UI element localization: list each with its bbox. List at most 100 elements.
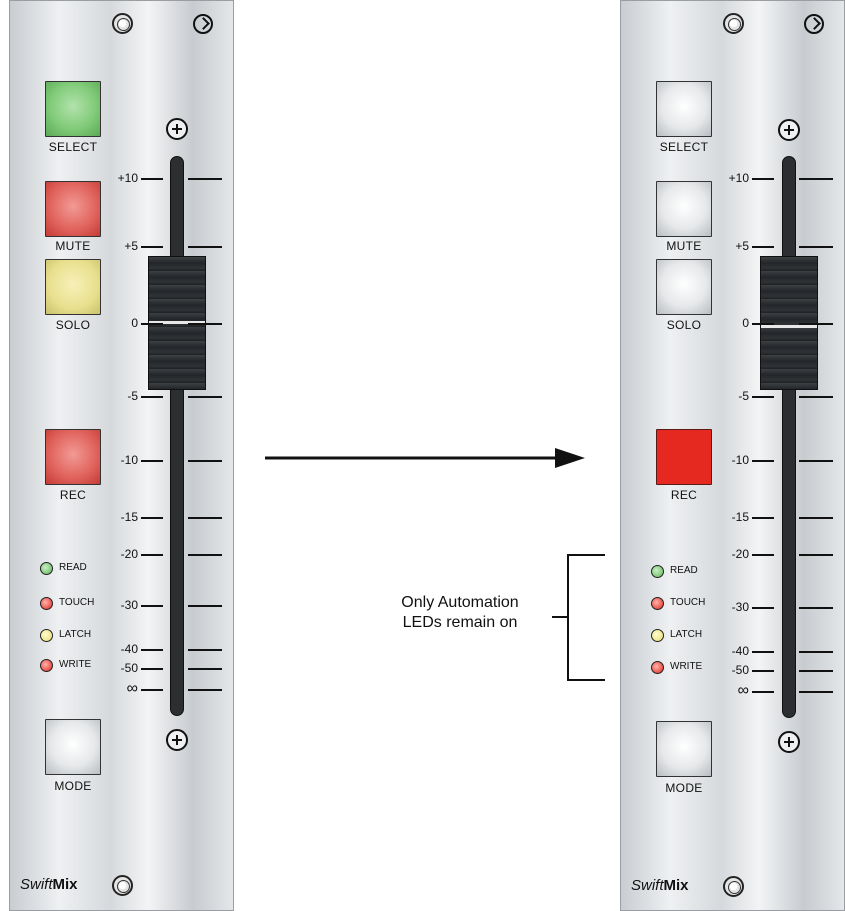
- latch-led-icon: [651, 629, 664, 642]
- select-button[interactable]: [45, 81, 101, 137]
- scale-tick-left: [141, 178, 163, 180]
- scale-label: +5: [124, 239, 138, 253]
- fader-cap-indicator-line: [761, 325, 817, 328]
- bottom-screw-icon: [723, 876, 744, 897]
- top-screw-icon: [723, 13, 744, 34]
- rec-button[interactable]: [45, 429, 101, 485]
- top-plus-screw-icon: [166, 118, 188, 140]
- scale-label: -40: [120, 642, 138, 656]
- scale-label: -20: [120, 547, 138, 561]
- scale-tick-right: [799, 691, 833, 693]
- rec-button[interactable]: [656, 429, 712, 485]
- scale-tick-left: [752, 651, 774, 653]
- select-label: SELECT: [659, 140, 709, 154]
- brand-part-2: Mix: [663, 877, 689, 894]
- brand-part-1: Swift: [631, 877, 664, 894]
- scale-label: -30: [120, 598, 138, 612]
- mute-label: MUTE: [666, 239, 702, 253]
- brand-part-2: Mix: [52, 876, 78, 893]
- read-led-label: READ: [670, 565, 698, 576]
- scale-tick-left: [141, 649, 163, 651]
- scale-tick-left: [752, 396, 774, 398]
- scale-tick-left: [752, 460, 774, 462]
- scale-tick-right: [188, 668, 222, 670]
- scale-label: 0: [131, 316, 138, 330]
- scale-tick-left: [752, 517, 774, 519]
- scale-tick-right: [799, 517, 833, 519]
- fader-slot: [170, 156, 184, 716]
- scale-tick-right: [799, 670, 833, 672]
- scale-label: -5: [738, 389, 749, 403]
- scale-tick-left: [752, 554, 774, 556]
- scale-label: +10: [117, 171, 138, 185]
- scale-tick-left: [752, 178, 774, 180]
- annotation-line-1: Only Automation: [401, 594, 519, 611]
- top-screw-icon: [112, 13, 133, 34]
- mute-button[interactable]: [656, 181, 712, 237]
- touch-led-icon: [40, 597, 53, 610]
- solo-label: SOLO: [666, 318, 702, 332]
- solo-button[interactable]: [656, 259, 712, 315]
- scale-label: -10: [731, 453, 749, 467]
- channel-strip-after: SELECT MUTE SOLO REC READ TOUCH LATCH WR…: [620, 0, 845, 911]
- scale-tick-right: [188, 517, 222, 519]
- scale-tick-left: [141, 668, 163, 670]
- fader-cap-indicator-line: [149, 321, 205, 324]
- scale-tick-right: [799, 651, 833, 653]
- scale-tick-right: [799, 246, 833, 248]
- logo-mark-icon: [804, 14, 824, 34]
- scale-tick-right: [799, 178, 833, 180]
- scale-label: -50: [120, 661, 138, 675]
- bottom-screw-icon: [112, 875, 133, 896]
- latch-led-icon: [40, 629, 53, 642]
- scale-tick-right: [799, 554, 833, 556]
- scale-tick-right: [188, 605, 222, 607]
- solo-button[interactable]: [45, 259, 101, 315]
- scale-label: -50: [731, 663, 749, 677]
- scale-tick-right: [188, 396, 222, 398]
- scale-label-infinity: ∞: [126, 680, 138, 697]
- scale-tick-left: [141, 689, 163, 691]
- scale-tick-left: [141, 517, 163, 519]
- scale-tick-left: [752, 323, 774, 325]
- annotation-text: Only Automation LEDs remain on: [360, 593, 560, 633]
- scale-tick-right: [188, 246, 222, 248]
- brand-part-1: Swift: [20, 876, 53, 893]
- scale-label: -15: [731, 510, 749, 524]
- latch-led-label: LATCH: [59, 629, 92, 640]
- scale-label: -10: [120, 453, 138, 467]
- top-plus-screw-icon: [778, 119, 800, 141]
- scale-label: -20: [731, 547, 749, 561]
- read-led-icon: [651, 565, 664, 578]
- select-button[interactable]: [656, 81, 712, 137]
- scale-label: -30: [731, 600, 749, 614]
- annotation-bracket-icon: [552, 554, 605, 681]
- fader-slot: [782, 156, 796, 718]
- scale-tick-left: [141, 323, 163, 325]
- scale-tick-left: [752, 246, 774, 248]
- rec-label: REC: [670, 488, 698, 502]
- scale-label: +5: [735, 239, 749, 253]
- mute-label: MUTE: [55, 239, 91, 253]
- mode-button[interactable]: [656, 721, 712, 777]
- mode-button[interactable]: [45, 719, 101, 775]
- transition-arrow-icon: [265, 448, 585, 468]
- scale-tick-right: [799, 607, 833, 609]
- select-label: SELECT: [48, 140, 98, 154]
- scale-tick-left: [141, 554, 163, 556]
- write-led-label: WRITE: [59, 659, 92, 670]
- scale-label: +10: [728, 171, 749, 185]
- scale-tick-right: [188, 178, 222, 180]
- touch-led-label: TOUCH: [670, 597, 706, 608]
- scale-tick-left: [141, 605, 163, 607]
- mute-button[interactable]: [45, 181, 101, 237]
- scale-tick-right: [188, 689, 222, 691]
- scale-tick-left: [752, 607, 774, 609]
- scale-tick-left: [141, 460, 163, 462]
- touch-led-label: TOUCH: [59, 597, 95, 608]
- scale-label: 0: [742, 316, 749, 330]
- write-led-icon: [40, 659, 53, 672]
- scale-label-infinity: ∞: [737, 682, 749, 699]
- scale-tick-left: [141, 396, 163, 398]
- scale-label: -40: [731, 644, 749, 658]
